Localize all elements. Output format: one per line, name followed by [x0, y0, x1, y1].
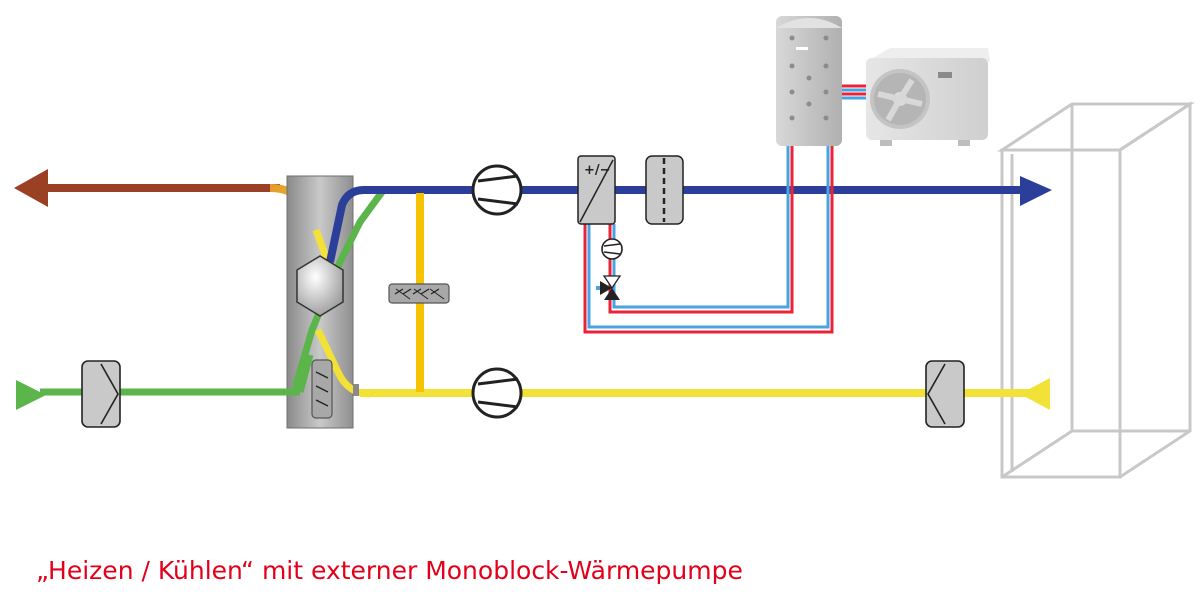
valve-icon [600, 275, 622, 300]
heat-exchanger-icon [296, 255, 344, 317]
silencer-icon [645, 155, 684, 225]
outdoor-air-inlet-arrow [16, 380, 46, 410]
extract-fan-icon [471, 367, 523, 419]
heat-pump-icon [866, 48, 990, 146]
diagram-caption: „Heizen / Kühlen“ mit externer Monoblock… [36, 556, 743, 585]
storage-tank-icon [776, 16, 842, 146]
housing-flange [353, 384, 359, 396]
damper-icon [388, 283, 450, 304]
exhaust-air-duct [14, 169, 332, 264]
supply-air-duct [326, 186, 1030, 263]
extract-filter-icon [925, 360, 965, 428]
internal-damper-icon [311, 359, 333, 419]
hydraulic-circuit [583, 84, 866, 334]
heater-cooler-label: +/− [584, 163, 611, 178]
pump-icon [601, 238, 623, 260]
supply-air-outlet-arrow [1020, 176, 1052, 206]
room-cabinet-icon [996, 101, 1196, 479]
outdoor-filter-icon [81, 360, 121, 428]
supply-fan-icon [471, 164, 523, 216]
heater-cooler-icon: +/− [577, 155, 616, 225]
extract-air-inlet-arrow [1020, 378, 1050, 410]
